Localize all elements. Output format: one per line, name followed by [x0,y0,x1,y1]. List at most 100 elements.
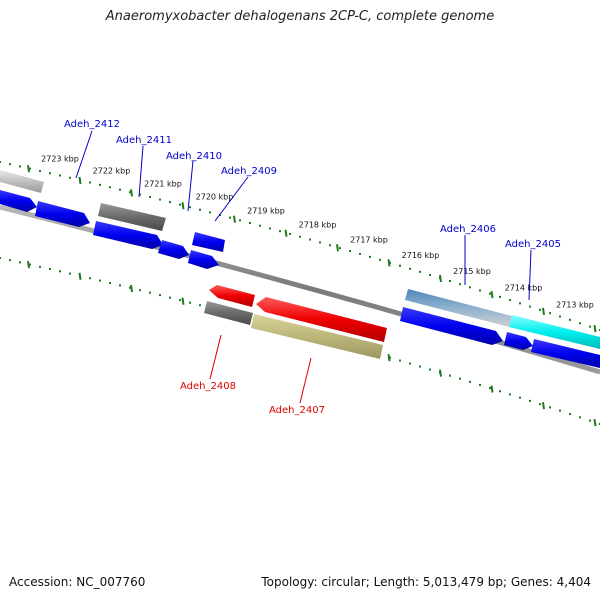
forward-strand-track [0,170,600,349]
ring-dot [409,267,411,270]
accession-text: Accession: NC_007760 [9,575,146,589]
ring-dot [469,286,471,289]
gene-feature-dark-gray[interactable] [98,203,166,231]
ring-dot [479,383,481,386]
ring-dot [289,232,291,235]
ring-dot [309,238,311,241]
leader-line [528,249,532,301]
ring-dot [129,286,131,289]
ring-dot [179,299,181,302]
cds-arrow[interactable] [531,339,600,368]
position-tick-label: 2721 kbp [144,179,182,188]
ring-dot [49,172,51,175]
cds-arrow[interactable] [192,232,225,252]
major-tick [490,385,494,393]
position-tick-label: 2715 kbp [453,267,491,276]
ring-dot [119,284,121,287]
ring-dot [329,244,331,247]
ring-dot [589,419,591,422]
cds-arrow[interactable] [504,332,533,350]
cds-arrow[interactable] [188,250,219,269]
gene-feature-cyan[interactable] [509,315,600,349]
major-tick [233,215,236,223]
ring-dot [149,291,151,294]
ring-dot [529,399,531,402]
major-tick [130,189,133,197]
ring-dot [169,296,171,299]
ring-dot [539,308,541,311]
ring-dot [189,301,191,304]
major-tick [130,284,133,293]
major-tick [181,297,185,305]
ring-dot [569,318,571,321]
gene-label-adeh-2406[interactable]: Adeh_2406 [440,224,496,235]
cds-arrow[interactable] [400,307,503,345]
gene-label-adeh-2408[interactable]: Adeh_2408 [180,381,236,392]
ring-dot [419,365,421,368]
ring-dot [429,273,431,276]
ring-dot [449,374,451,377]
ring-dot [129,191,131,194]
ring-dot [359,252,361,255]
gene-label-adeh-2405[interactable]: Adeh_2405 [505,239,561,250]
gene-feature-dark-gray[interactable] [204,301,253,325]
major-tick [78,176,82,185]
gene-feature-light-gray[interactable] [0,170,44,193]
ring-dot [149,196,151,199]
major-tick [387,354,391,362]
leader-line [75,130,93,179]
ring-dot [459,377,461,380]
ring-dot [349,250,351,253]
ring-dot [249,222,251,225]
ring-dot [59,270,61,273]
major-tick [542,307,545,316]
cds-arrow-reverse[interactable] [209,285,255,307]
position-tick-label: 2720 kbp [196,193,234,202]
cds-arrow[interactable] [0,190,37,212]
ring-dot [429,368,431,371]
ring-dot [39,265,41,268]
ring-dot [459,283,461,286]
ring-dot [239,219,241,222]
cds-arrow[interactable] [158,240,189,259]
gene-feature-olive[interactable] [251,314,383,359]
ring-dot [519,302,521,305]
position-tick-label: 2722 kbp [93,167,131,176]
ring-dot [569,412,571,415]
position-tick-label: 2716 kbp [402,251,440,260]
gene-label-adeh-2409[interactable]: Adeh_2409 [221,166,277,177]
ring-dot [19,165,21,168]
gene-label-adeh-2407[interactable]: Adeh_2407 [269,405,325,416]
gene-feature-steel-blue[interactable] [405,289,512,327]
ring-dot [89,181,91,184]
major-tick [439,274,442,283]
ring-dot [399,359,401,362]
major-tick [490,291,494,299]
ring-dot [379,258,381,261]
gene-label-adeh-2410[interactable]: Adeh_2410 [166,151,222,162]
reverse-strand-track [204,285,387,359]
ring-dot [519,396,521,399]
major-tick [284,229,288,237]
position-tick-label: 2718 kbp [299,221,337,230]
cds-arrow[interactable] [35,201,90,227]
ring-dot [479,289,481,292]
ring-dot [339,247,341,250]
ring-dot [499,295,501,298]
major-tick [593,419,597,427]
ring-dot [489,292,491,295]
ring-dot [319,241,321,244]
leader-line [299,357,312,404]
gene-label-adeh-2412[interactable]: Adeh_2412 [64,119,120,130]
gene-label-adeh-2411[interactable]: Adeh_2411 [116,135,172,146]
ring-dot [119,188,121,191]
ring-dot [369,255,371,258]
ring-dot [509,299,511,302]
cds-arrow-reverse[interactable] [256,297,387,342]
ring-dot [169,201,171,204]
ring-dot [559,315,561,318]
cds-arrow[interactable] [93,221,163,249]
ring-dot [199,304,201,307]
ring-dot [139,289,141,292]
